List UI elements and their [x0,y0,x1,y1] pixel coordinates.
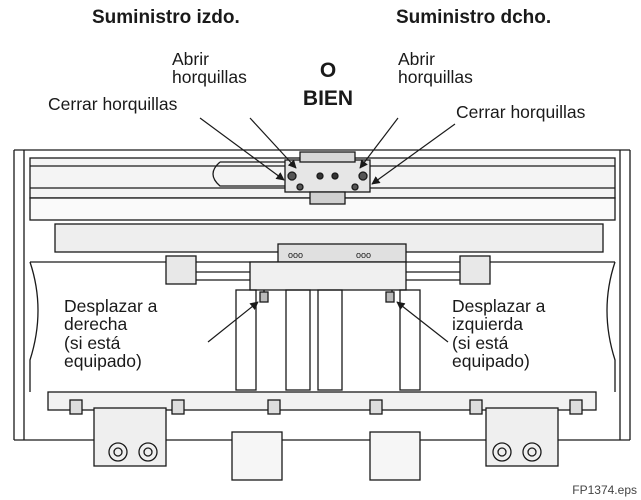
figure-id: FP1374.eps [572,483,637,497]
or-label-line1: O [319,59,337,82]
arrow-open-left [249,117,297,169]
shift-right-label: Desplazar a derecha (si está equipado) [64,296,158,372]
arrow-close-right [371,123,456,185]
open-forks-right-label: Abrir horquillas [398,49,473,88]
svg-text:ooo: ooo [288,250,303,260]
arrow-shift-right [207,301,259,343]
supply-left-heading: Suministro izdo. [92,7,240,28]
arrow-shift-left [396,301,449,343]
center-fork-right [369,431,421,481]
close-forks-right-label: Cerrar horquillas [456,102,586,122]
close-forks-left-label: Cerrar horquillas [48,94,178,114]
right-fork [485,407,559,467]
supply-right-heading: Suministro dcho. [396,7,552,28]
open-forks-left-label: Abrir horquillas [172,49,247,88]
or-label-line2: BIEN [302,87,354,110]
svg-text:ooo: ooo [356,250,371,260]
shift-left-label: Desplazar a izquierda (si está equipado) [452,296,546,372]
arrow-open-right [359,117,399,169]
fork-hangers [69,399,583,415]
center-fork-left [231,431,283,481]
carriage-frame [13,149,631,441]
arrow-close-left [199,117,285,181]
left-fork [93,407,167,467]
valve-block [284,151,371,205]
sideshift-cylinder: ooo ooo [165,243,491,391]
